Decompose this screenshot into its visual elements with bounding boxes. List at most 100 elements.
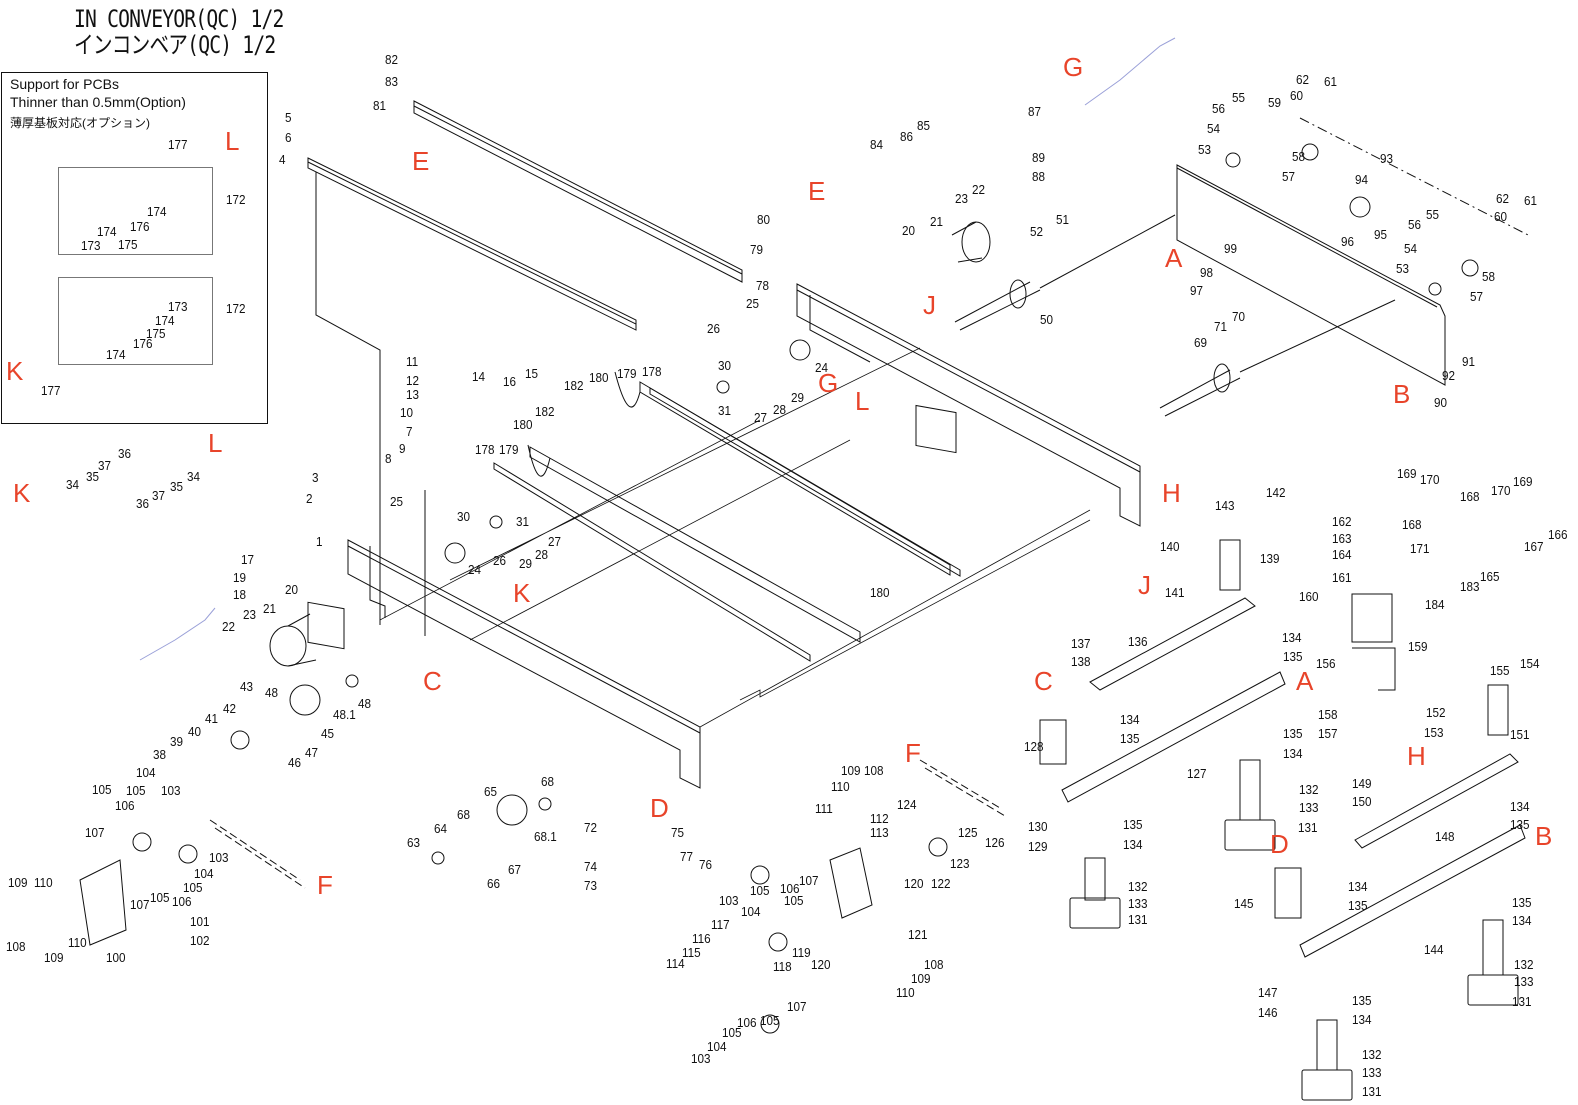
part-callout-105: 105 — [784, 893, 804, 908]
part-callout-109: 109 — [8, 875, 28, 890]
part-callout-25: 25 — [746, 296, 760, 311]
part-callout-146: 146 — [1258, 1005, 1278, 1020]
part-callout-116: 116 — [692, 931, 711, 946]
part-callout-129: 129 — [1028, 839, 1048, 854]
block-part-128 — [1039, 719, 1067, 765]
part-callout-1: 1 — [316, 534, 323, 549]
reference-letter-d: D — [1270, 829, 1289, 859]
part-callout-173: 173 — [81, 238, 101, 253]
part-callout-104: 104 — [741, 904, 761, 919]
stand-part-144 — [1274, 753, 1526, 958]
part-callout-133: 133 — [1128, 896, 1148, 911]
part-callout-179: 179 — [499, 442, 519, 457]
part-callout-133: 133 — [1299, 800, 1319, 815]
part-callout-177: 177 — [168, 137, 188, 152]
part-callout-101: 101 — [190, 914, 210, 929]
part-callout-21: 21 — [930, 214, 944, 229]
part-callout-31: 31 — [718, 403, 732, 418]
part-callout-19: 19 — [233, 570, 247, 585]
part-callout-23: 23 — [955, 191, 969, 206]
part-callout-51: 51 — [1056, 212, 1070, 227]
part-callout-161: 161 — [1332, 570, 1352, 585]
part-callout-168: 168 — [1402, 517, 1422, 532]
ball-screw-part-50 — [954, 214, 1176, 331]
part-callout-16: 16 — [503, 374, 517, 389]
part-callout-135: 135 — [1512, 895, 1532, 910]
part-callout-104: 104 — [136, 765, 156, 780]
part-callout-168: 168 — [1460, 489, 1480, 504]
part-callout-174: 174 — [155, 313, 175, 328]
reference-letter-b: B — [1535, 821, 1553, 851]
part-callout-76: 76 — [699, 857, 713, 872]
part-callout-167: 167 — [1524, 539, 1544, 554]
part-callout-74: 74 — [584, 859, 598, 874]
part-callout-165: 165 — [1480, 569, 1500, 584]
part-callout-88: 88 — [1032, 169, 1046, 184]
part-callout-56: 56 — [1408, 217, 1422, 232]
part-callout-60: 60 — [1290, 88, 1304, 103]
rail-part-178-lower — [493, 462, 811, 662]
part-callout-62: 62 — [1496, 191, 1510, 206]
part-callout-184: 184 — [1425, 597, 1445, 612]
reference-letter-e: E — [412, 146, 430, 176]
part-callout-24: 24 — [468, 562, 482, 577]
option-kit-172-upper — [58, 167, 213, 255]
reference-letter-k: K — [6, 356, 24, 386]
part-callout-78: 78 — [756, 278, 770, 293]
part-callout-155: 155 — [1490, 663, 1510, 678]
part-callout-112: 112 — [870, 811, 889, 826]
part-callout-65: 65 — [484, 784, 498, 799]
part-callout-107: 107 — [85, 825, 105, 840]
part-callout-177: 177 — [41, 383, 61, 398]
part-callout-80: 80 — [757, 212, 771, 227]
part-callout-48-1: 48.1 — [333, 707, 356, 722]
part-callout-9: 9 — [399, 441, 406, 456]
part-callout-15: 15 — [525, 366, 539, 381]
part-callout-105: 105 — [126, 783, 146, 798]
part-callout-127: 127 — [1187, 766, 1207, 781]
part-callout-43: 43 — [240, 679, 254, 694]
part-callout-59: 59 — [1268, 95, 1282, 110]
part-callout-28: 28 — [535, 547, 549, 562]
chain-line — [1299, 117, 1531, 237]
part-callout-132: 132 — [1514, 957, 1534, 972]
part-callout-182: 182 — [564, 378, 584, 393]
reference-letter-g: G — [818, 368, 839, 398]
part-callout-107: 107 — [787, 999, 807, 1014]
part-callout-82: 82 — [385, 52, 399, 67]
part-callout-162: 162 — [1332, 514, 1352, 529]
part-callout-93: 93 — [1380, 151, 1394, 166]
reference-letter-f: F — [317, 870, 333, 900]
part-callout-172: 172 — [226, 301, 246, 316]
part-callout-21: 21 — [263, 601, 277, 616]
part-callout-106: 106 — [780, 881, 800, 896]
part-callout-174: 174 — [106, 347, 126, 362]
part-callout-53: 53 — [1396, 261, 1410, 276]
reference-letter-k: K — [13, 478, 31, 508]
part-callout-3: 3 — [312, 470, 319, 485]
part-callout-96: 96 — [1341, 234, 1355, 249]
part-callout-90: 90 — [1434, 395, 1448, 410]
part-callout-174: 174 — [147, 204, 167, 219]
part-callout-28: 28 — [773, 402, 787, 417]
part-callout-175: 175 — [118, 237, 138, 252]
part-callout-135: 135 — [1352, 993, 1372, 1008]
reference-letter-j: J — [923, 290, 936, 320]
part-callout-135: 135 — [1123, 817, 1143, 832]
part-callout-55: 55 — [1232, 90, 1246, 105]
reference-letter-j: J — [1138, 570, 1151, 600]
part-callout-37: 37 — [152, 488, 166, 503]
part-callout-38: 38 — [153, 747, 167, 762]
part-callout-104: 104 — [707, 1039, 727, 1054]
part-callout-55: 55 — [1426, 207, 1440, 222]
part-callout-40: 40 — [188, 724, 202, 739]
part-callout-134: 134 — [1352, 1012, 1372, 1027]
rail-part-4 — [307, 157, 637, 331]
part-callout-124: 124 — [897, 797, 917, 812]
part-callout-173: 173 — [168, 299, 188, 314]
part-callout-166: 166 — [1548, 527, 1568, 542]
part-callout-140: 140 — [1160, 539, 1180, 554]
part-callout-175: 175 — [146, 326, 166, 341]
part-callout-70: 70 — [1232, 309, 1246, 324]
part-callout-115: 115 — [682, 945, 701, 960]
